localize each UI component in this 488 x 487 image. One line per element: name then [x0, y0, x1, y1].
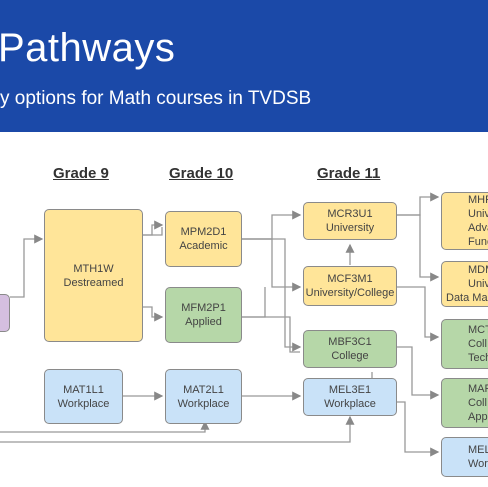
- course-line: Coll: [468, 338, 487, 350]
- course-box-grade12-2: MDM Unive Data Mana: [441, 261, 488, 307]
- course-box-grade12-4: MAP Coll Appren: [441, 378, 488, 428]
- course-line: Data Mana: [446, 292, 488, 304]
- course-code: MFM2P1: [181, 302, 226, 314]
- course-code: MAP: [468, 383, 488, 395]
- course-box-grade12-3: MCT Coll Techn: [441, 319, 488, 369]
- header-banner: Pathways y options for Math courses in T…: [0, 0, 488, 132]
- course-type: Workplace: [324, 398, 376, 410]
- course-line: Func: [468, 236, 488, 248]
- course-type: Applied: [185, 316, 222, 328]
- course-type: University: [325, 222, 375, 234]
- course-type: Academic: [179, 240, 228, 252]
- page-title: Pathways: [0, 26, 176, 70]
- course-code: MTH1W: [73, 262, 114, 275]
- grade-11-heading: Grade 11: [317, 165, 381, 182]
- course-type: Workplace: [177, 397, 230, 410]
- course-type: Destreamed: [63, 276, 124, 289]
- course-line: Unive: [468, 208, 488, 220]
- course-code: MCT: [468, 324, 488, 336]
- locally-developed-course-box: [0, 294, 10, 332]
- course-type: College: [331, 350, 369, 362]
- course-box-mth1w: MTH1W Destreamed: [44, 209, 143, 342]
- course-line: Work: [468, 458, 488, 470]
- course-box-mat2l1: MAT2L1 Workplace: [165, 369, 242, 424]
- course-type: University/College: [305, 287, 395, 299]
- course-code: MBF3C1: [328, 336, 372, 348]
- course-line: Adva: [468, 222, 488, 234]
- course-code: MEL3E1: [328, 384, 372, 396]
- grade-9-heading: Grade 9: [53, 165, 109, 182]
- course-line: Techn: [468, 352, 488, 364]
- course-code: MEL: [468, 444, 488, 456]
- course-box-mcf3m1: MCF3M1 University/College: [303, 266, 397, 306]
- course-box-mcr3u1: MCR3U1 University: [303, 202, 397, 240]
- course-code: MCF3M1: [327, 273, 373, 285]
- course-box-mat1l1: MAT1L1 Workplace: [44, 369, 123, 424]
- course-type: Workplace: [57, 397, 110, 410]
- course-box-mpm2d1: MPM2D1 Academic: [165, 211, 242, 267]
- course-code: MCR3U1: [327, 208, 373, 220]
- course-box-mel3e1: MEL3E1 Workplace: [303, 378, 397, 416]
- course-box-mfm2p1: MFM2P1 Applied: [165, 287, 242, 343]
- course-code: MPM2D1: [180, 226, 227, 238]
- course-line: Coll: [468, 397, 487, 409]
- page-subtitle: y options for Math courses in TVDSB: [0, 88, 312, 109]
- course-box-grade12-5: MEL Work: [441, 437, 488, 477]
- course-code: MDM: [468, 264, 488, 276]
- course-box-grade12-1: MHF Unive Adva Func: [441, 192, 488, 250]
- connector-lines: [0, 192, 440, 457]
- grade-10-heading: Grade 10: [169, 165, 234, 182]
- pathway-diagram: Grade 9 Grade 10 Grade 11 MTH1W Destream…: [0, 147, 488, 487]
- course-box-mbf3c1: MBF3C1 College: [303, 330, 397, 368]
- course-code: MAT2L1: [183, 383, 224, 396]
- course-line: Appren: [468, 411, 488, 423]
- course-code: MAT1L1: [63, 383, 104, 396]
- course-line: Unive: [468, 278, 488, 290]
- course-code: MHF: [468, 194, 488, 206]
